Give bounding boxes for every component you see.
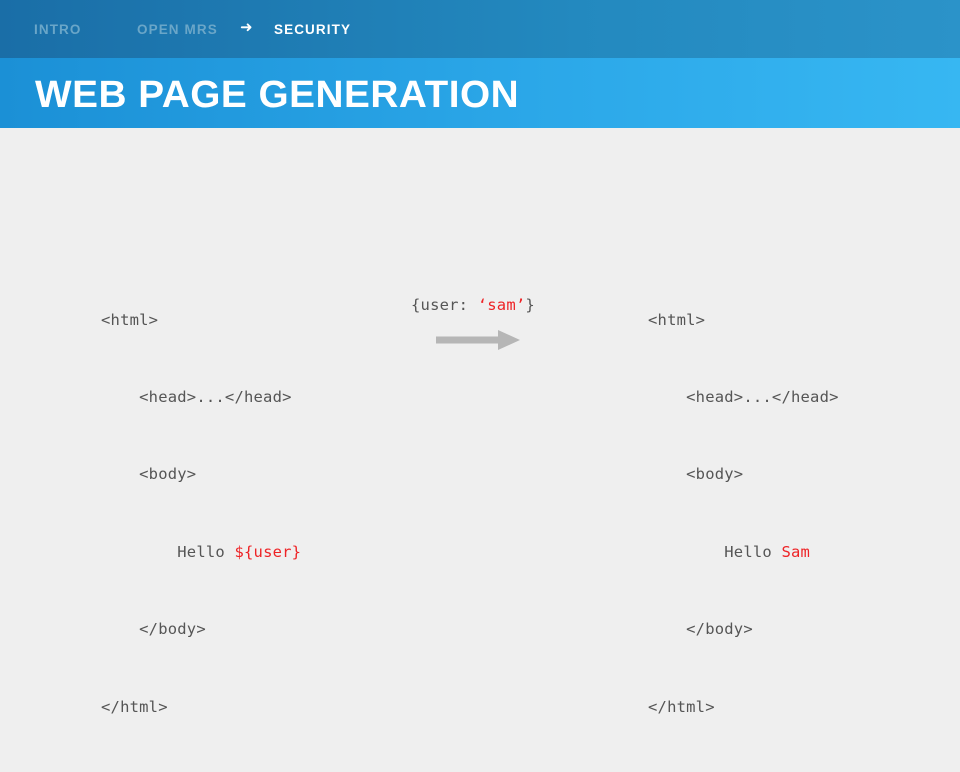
code-text: </body> bbox=[139, 620, 206, 639]
context-suffix: } bbox=[525, 296, 535, 314]
code-text: <body> bbox=[686, 465, 744, 484]
breadcrumb-bar: INTRO OPEN MRS ➜ SECURITY bbox=[0, 0, 960, 58]
code-text: <body> bbox=[139, 465, 197, 484]
code-line: </body> bbox=[648, 617, 839, 643]
title-bar bbox=[0, 58, 960, 128]
code-line: <head>...</head> bbox=[101, 385, 301, 411]
context-prefix: {user: bbox=[411, 296, 478, 314]
code-text: </html> bbox=[101, 697, 168, 716]
context-data-object: {user: ‘sam’} bbox=[411, 294, 535, 316]
code-accent-token: Sam bbox=[781, 542, 811, 561]
code-text: </body> bbox=[686, 620, 753, 639]
slide-root: INTRO OPEN MRS ➜ SECURITY WEB PAGE GENER… bbox=[0, 0, 960, 716]
breadcrumb-item-open-mrs[interactable]: OPEN MRS bbox=[137, 22, 218, 37]
breadcrumb-item-intro[interactable]: INTRO bbox=[34, 22, 82, 37]
code-line: </html> bbox=[648, 695, 839, 721]
code-line: <body> bbox=[648, 462, 839, 488]
code-line: <html> bbox=[648, 308, 839, 334]
page-title: WEB PAGE GENERATION bbox=[35, 74, 520, 116]
code-text: </html> bbox=[648, 697, 715, 716]
code-text: <html> bbox=[101, 310, 159, 329]
code-line-interpolated: Hello Sam bbox=[648, 540, 839, 566]
code-line: <head>...</head> bbox=[648, 385, 839, 411]
code-line: </body> bbox=[101, 617, 301, 643]
template-code-block: <html> <head>...</head> <body> Hello ${u… bbox=[101, 256, 301, 772]
right-arrow-icon: ➜ bbox=[240, 19, 253, 36]
code-line: <html> bbox=[101, 308, 301, 334]
transform-arrow-icon bbox=[436, 328, 526, 352]
code-line: </html> bbox=[101, 695, 301, 721]
code-accent-token: ${user} bbox=[234, 542, 302, 561]
code-text: Hello bbox=[177, 542, 235, 561]
code-text: <head>...</head> bbox=[139, 387, 292, 406]
breadcrumb-item-security[interactable]: SECURITY bbox=[274, 22, 352, 37]
code-text: <html> bbox=[648, 310, 706, 329]
rendered-code-block: <html> <head>...</head> <body> Hello Sam… bbox=[648, 256, 839, 772]
code-text: Hello bbox=[724, 542, 782, 561]
code-line: <body> bbox=[101, 462, 301, 488]
code-text: <head>...</head> bbox=[686, 387, 839, 406]
context-value: ‘sam’ bbox=[477, 296, 526, 314]
code-line-interpolated: Hello ${user} bbox=[101, 540, 301, 566]
